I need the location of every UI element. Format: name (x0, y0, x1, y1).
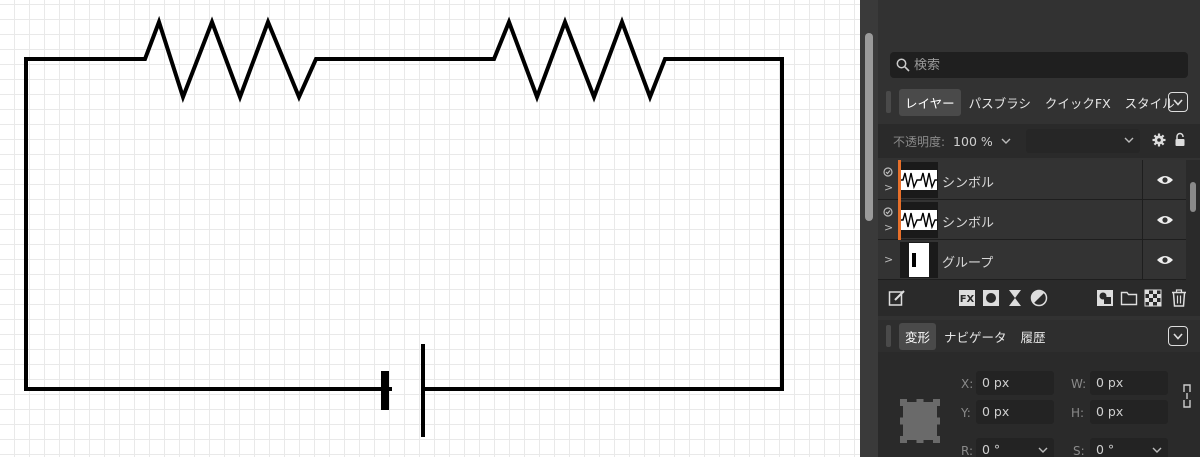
pixel-layer-icon[interactable] (1096, 289, 1114, 307)
battery-negative-plate[interactable] (381, 371, 389, 410)
folder-icon[interactable] (1120, 289, 1138, 307)
gear-icon[interactable] (1152, 133, 1166, 147)
x-label: X: (961, 377, 974, 391)
chevron-down-icon (1152, 447, 1162, 453)
tab-transform[interactable]: 変形 (899, 322, 937, 350)
s-label: S: (1073, 444, 1085, 457)
layer-thumbnail (900, 202, 938, 238)
opacity-label: 不透明度: (893, 134, 946, 149)
shear-input[interactable]: 0 ° (1090, 438, 1168, 457)
symbol-sync-icon[interactable] (883, 167, 893, 177)
opacity-value[interactable]: 100 % (953, 134, 1011, 149)
expand-arrow-icon[interactable]: > (884, 253, 894, 266)
hourglass-icon[interactable] (1006, 289, 1024, 307)
chevron-down-icon (1173, 332, 1183, 340)
layer-row[interactable]: > グループ (878, 240, 1186, 280)
transform-panel: X: 0 px W: 0 px Y: 0 px H: 0 px R: 0 ° S… (878, 352, 1200, 457)
svg-text:FX: FX (960, 294, 975, 305)
layer-name[interactable]: グループ (942, 256, 994, 271)
eye-icon (1156, 176, 1173, 184)
tab-history[interactable]: 履歴 (1020, 329, 1046, 345)
layers-scrollbar[interactable] (1186, 160, 1200, 280)
canvas-scrollbar-thumb[interactable] (865, 33, 873, 221)
adjustment-icon[interactable] (1030, 289, 1048, 307)
expand-arrow-icon[interactable]: > (884, 221, 894, 234)
tab-layers[interactable]: レイヤー (899, 88, 961, 116)
circuit-wire[interactable] (24, 15, 784, 391)
chevron-down-icon (1173, 98, 1183, 106)
expand-arrow-icon[interactable]: > (884, 181, 894, 194)
fx-icon[interactable]: FX (958, 289, 976, 307)
anchor-point-icon[interactable] (900, 399, 940, 443)
transform-tab-bar: 変形 ナビゲータ 履歴 (878, 320, 1200, 352)
symbol-sync-icon[interactable] (883, 207, 893, 217)
chevron-down-icon (1001, 138, 1011, 144)
link-icon[interactable] (1182, 382, 1192, 410)
h-label: H: (1071, 406, 1085, 420)
blend-mode-select[interactable] (1026, 129, 1140, 153)
layer-toolbar: FX (878, 280, 1200, 316)
y-input[interactable]: 0 px (976, 400, 1054, 424)
rotation-input[interactable]: 0 ° (976, 438, 1054, 457)
panel-grip[interactable] (886, 91, 891, 113)
x-input[interactable]: 0 px (976, 371, 1054, 395)
layer-visibility-toggle[interactable] (1142, 240, 1186, 280)
eye-icon (1156, 216, 1173, 224)
tab-styles[interactable]: スタイル (1124, 95, 1175, 111)
canvas-scrollbar[interactable] (860, 0, 878, 457)
tab-quick-fx[interactable]: クイックFX (1044, 95, 1111, 111)
search-icon (896, 58, 910, 72)
document-canvas[interactable] (0, 0, 860, 457)
w-label: W: (1071, 377, 1087, 391)
opacity-row: 不透明度: 100 % (878, 124, 1200, 158)
panel-menu-button[interactable] (1168, 92, 1188, 112)
eye-icon (1156, 256, 1173, 264)
layer-visibility-toggle[interactable] (1142, 200, 1186, 240)
tab-brushes[interactable]: パスブラシ (968, 95, 1031, 111)
lock-icon[interactable] (1174, 132, 1186, 147)
trash-icon[interactable] (1170, 289, 1188, 307)
chevron-down-icon (1038, 447, 1048, 453)
layer-visibility-toggle[interactable] (1142, 160, 1186, 200)
r-label: R: (961, 444, 974, 457)
layers-list[interactable]: > シンボル > シンボル (878, 160, 1186, 280)
panel-grip[interactable] (886, 325, 891, 347)
layers-scrollbar-thumb[interactable] (1190, 182, 1196, 212)
layer-thumbnail (900, 242, 938, 278)
layer-name[interactable]: シンボル (942, 176, 995, 191)
tab-navigator[interactable]: ナビゲータ (944, 329, 1007, 345)
y-label: Y: (961, 406, 971, 420)
panel-menu-button[interactable] (1168, 326, 1188, 346)
studio-panel: レイヤー パスブラシ クイックFX スタイル 不透明度: 100 % (878, 0, 1200, 457)
layer-accent-bar (898, 200, 901, 240)
layer-accent-bar (898, 160, 901, 200)
h-input[interactable]: 0 px (1090, 400, 1168, 424)
search-box[interactable] (890, 52, 1188, 78)
edit-icon[interactable] (888, 289, 906, 307)
checkerboard-icon[interactable] (1144, 289, 1162, 307)
layer-row[interactable]: > シンボル (878, 200, 1186, 240)
layer-name[interactable]: シンボル (942, 216, 995, 231)
circuit-drawing[interactable] (0, 0, 860, 457)
w-input[interactable]: 0 px (1090, 371, 1168, 395)
layer-row[interactable]: > シンボル (878, 160, 1186, 200)
battery-positive-plate[interactable] (421, 344, 425, 437)
layers-tab-bar: レイヤー パスブラシ クイックFX スタイル (878, 86, 1200, 118)
chevron-down-icon (1124, 137, 1134, 143)
mask-icon[interactable] (982, 289, 1000, 307)
layer-thumbnail (900, 162, 938, 198)
search-input[interactable] (914, 57, 1174, 73)
